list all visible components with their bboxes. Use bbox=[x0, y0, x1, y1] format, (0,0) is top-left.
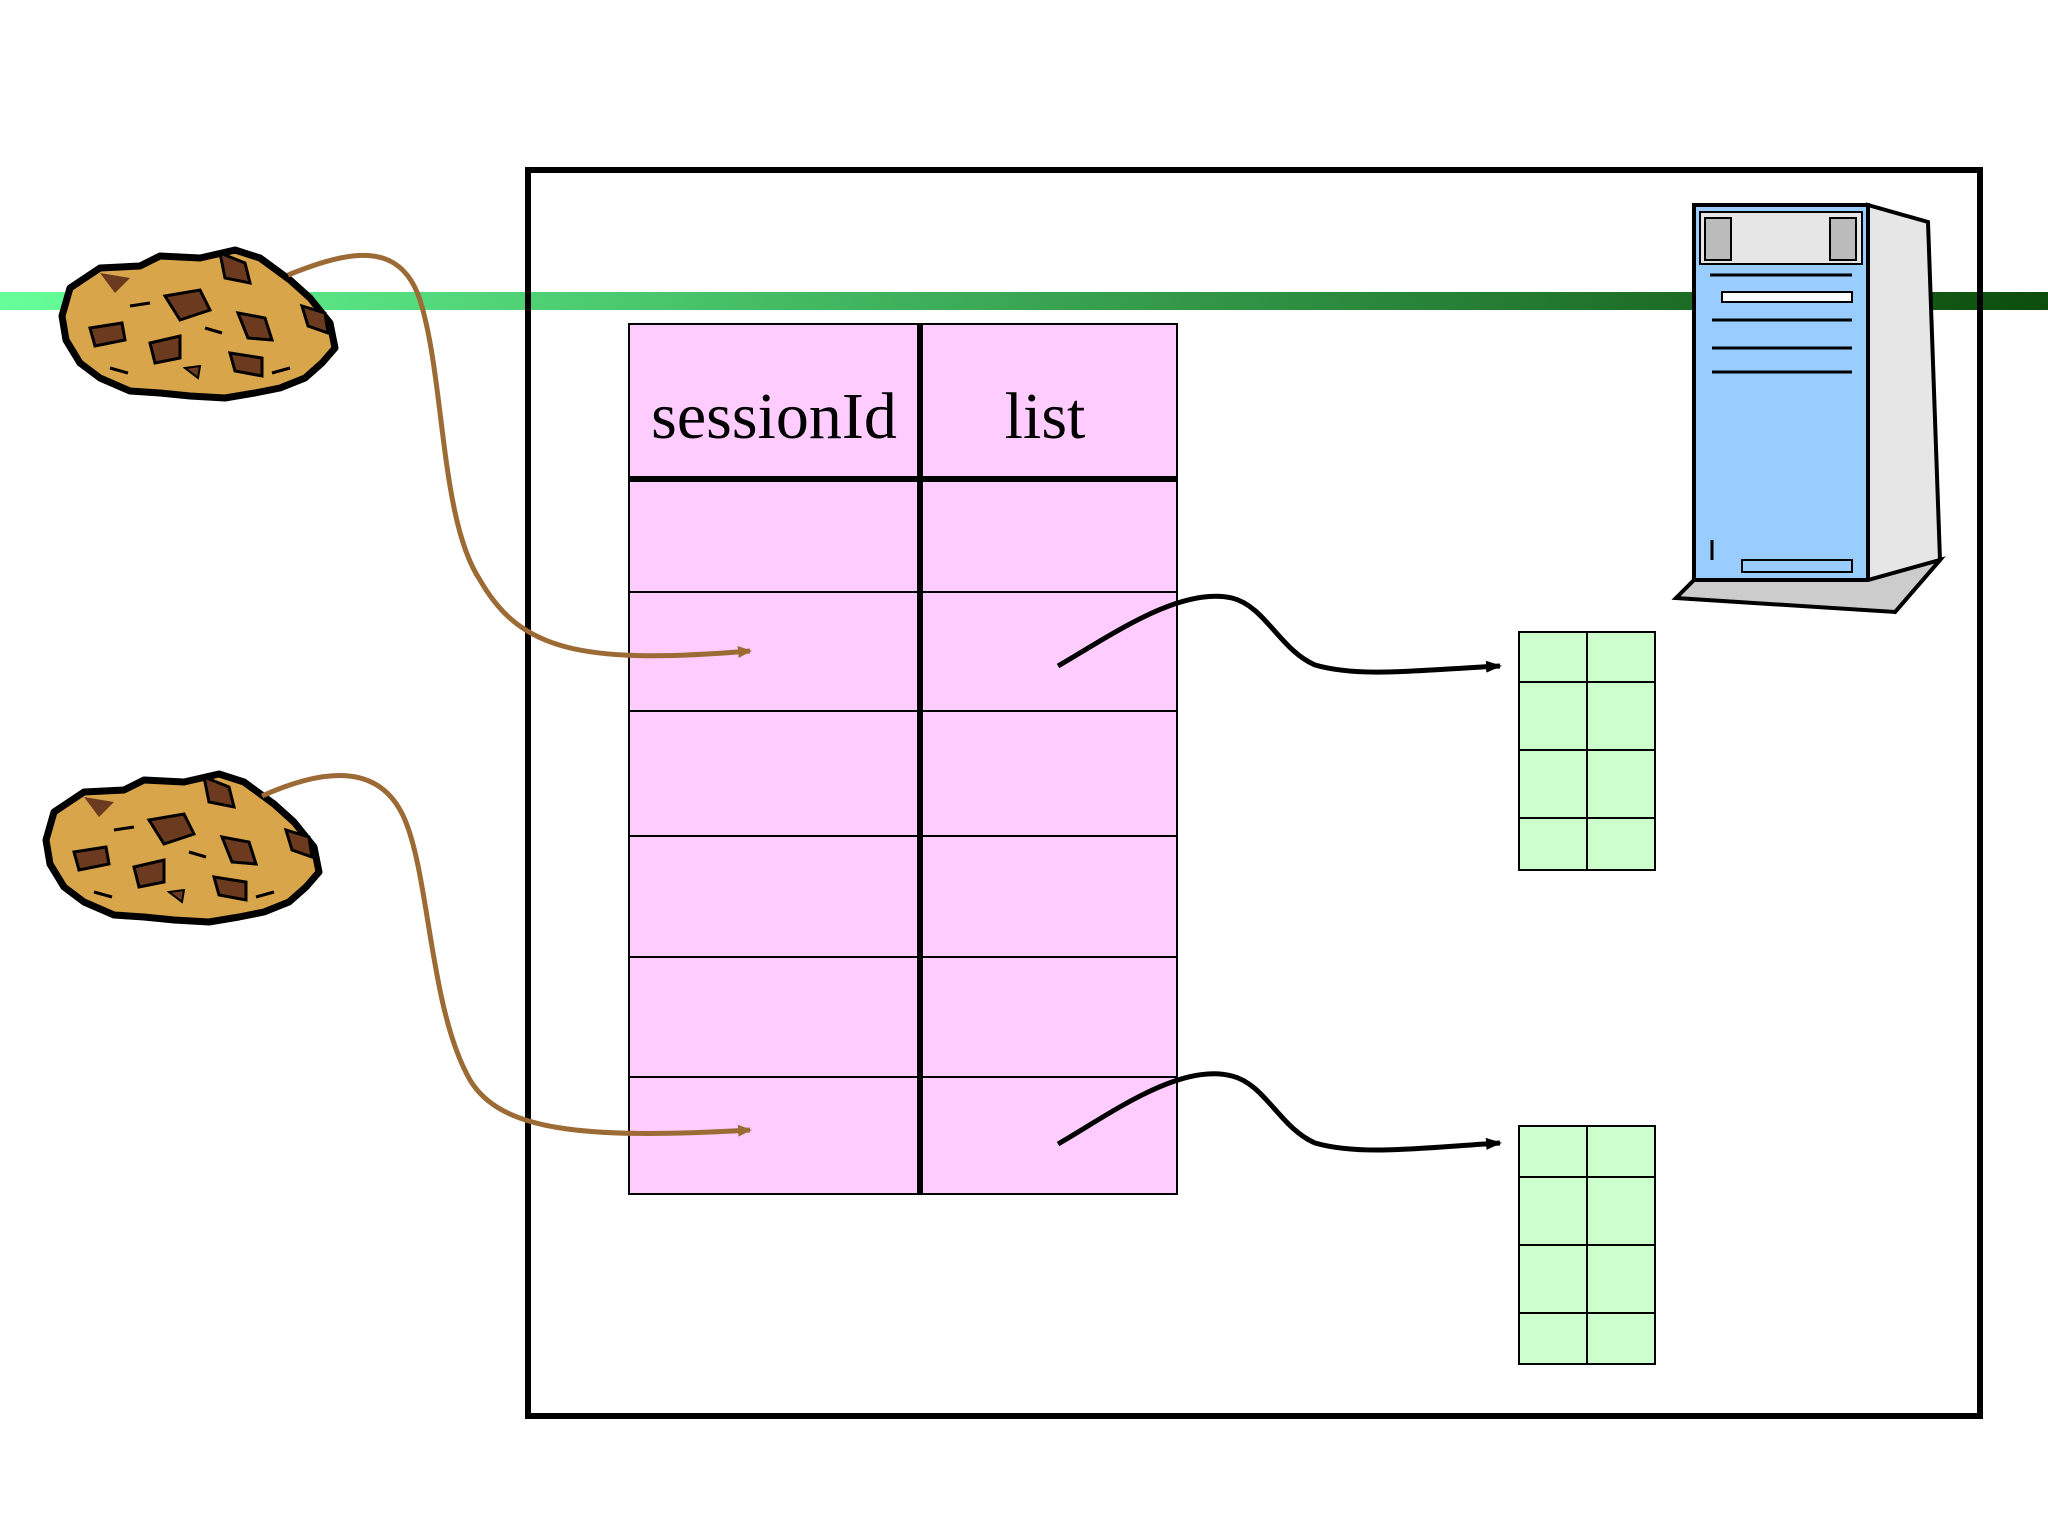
list-structure-2 bbox=[1518, 1125, 1656, 1365]
session-table-background bbox=[628, 323, 1178, 1195]
session-table: sessionId list bbox=[628, 323, 1178, 1195]
header-list: list bbox=[1005, 380, 1086, 453]
header-session-id: sessionId bbox=[651, 380, 897, 453]
session-to-list-arrow bbox=[1056, 1071, 1502, 1153]
server-boundary bbox=[525, 167, 1983, 1419]
session-to-list-arrow bbox=[1056, 593, 1502, 675]
cookie-to-session-arrow bbox=[260, 773, 752, 1137]
server-tower-icon bbox=[1671, 202, 1946, 615]
cookie-icon bbox=[46, 774, 319, 922]
list-structure-1 bbox=[1518, 631, 1656, 871]
cookie-to-session-arrow bbox=[287, 252, 752, 659]
network-line bbox=[0, 292, 2048, 310]
